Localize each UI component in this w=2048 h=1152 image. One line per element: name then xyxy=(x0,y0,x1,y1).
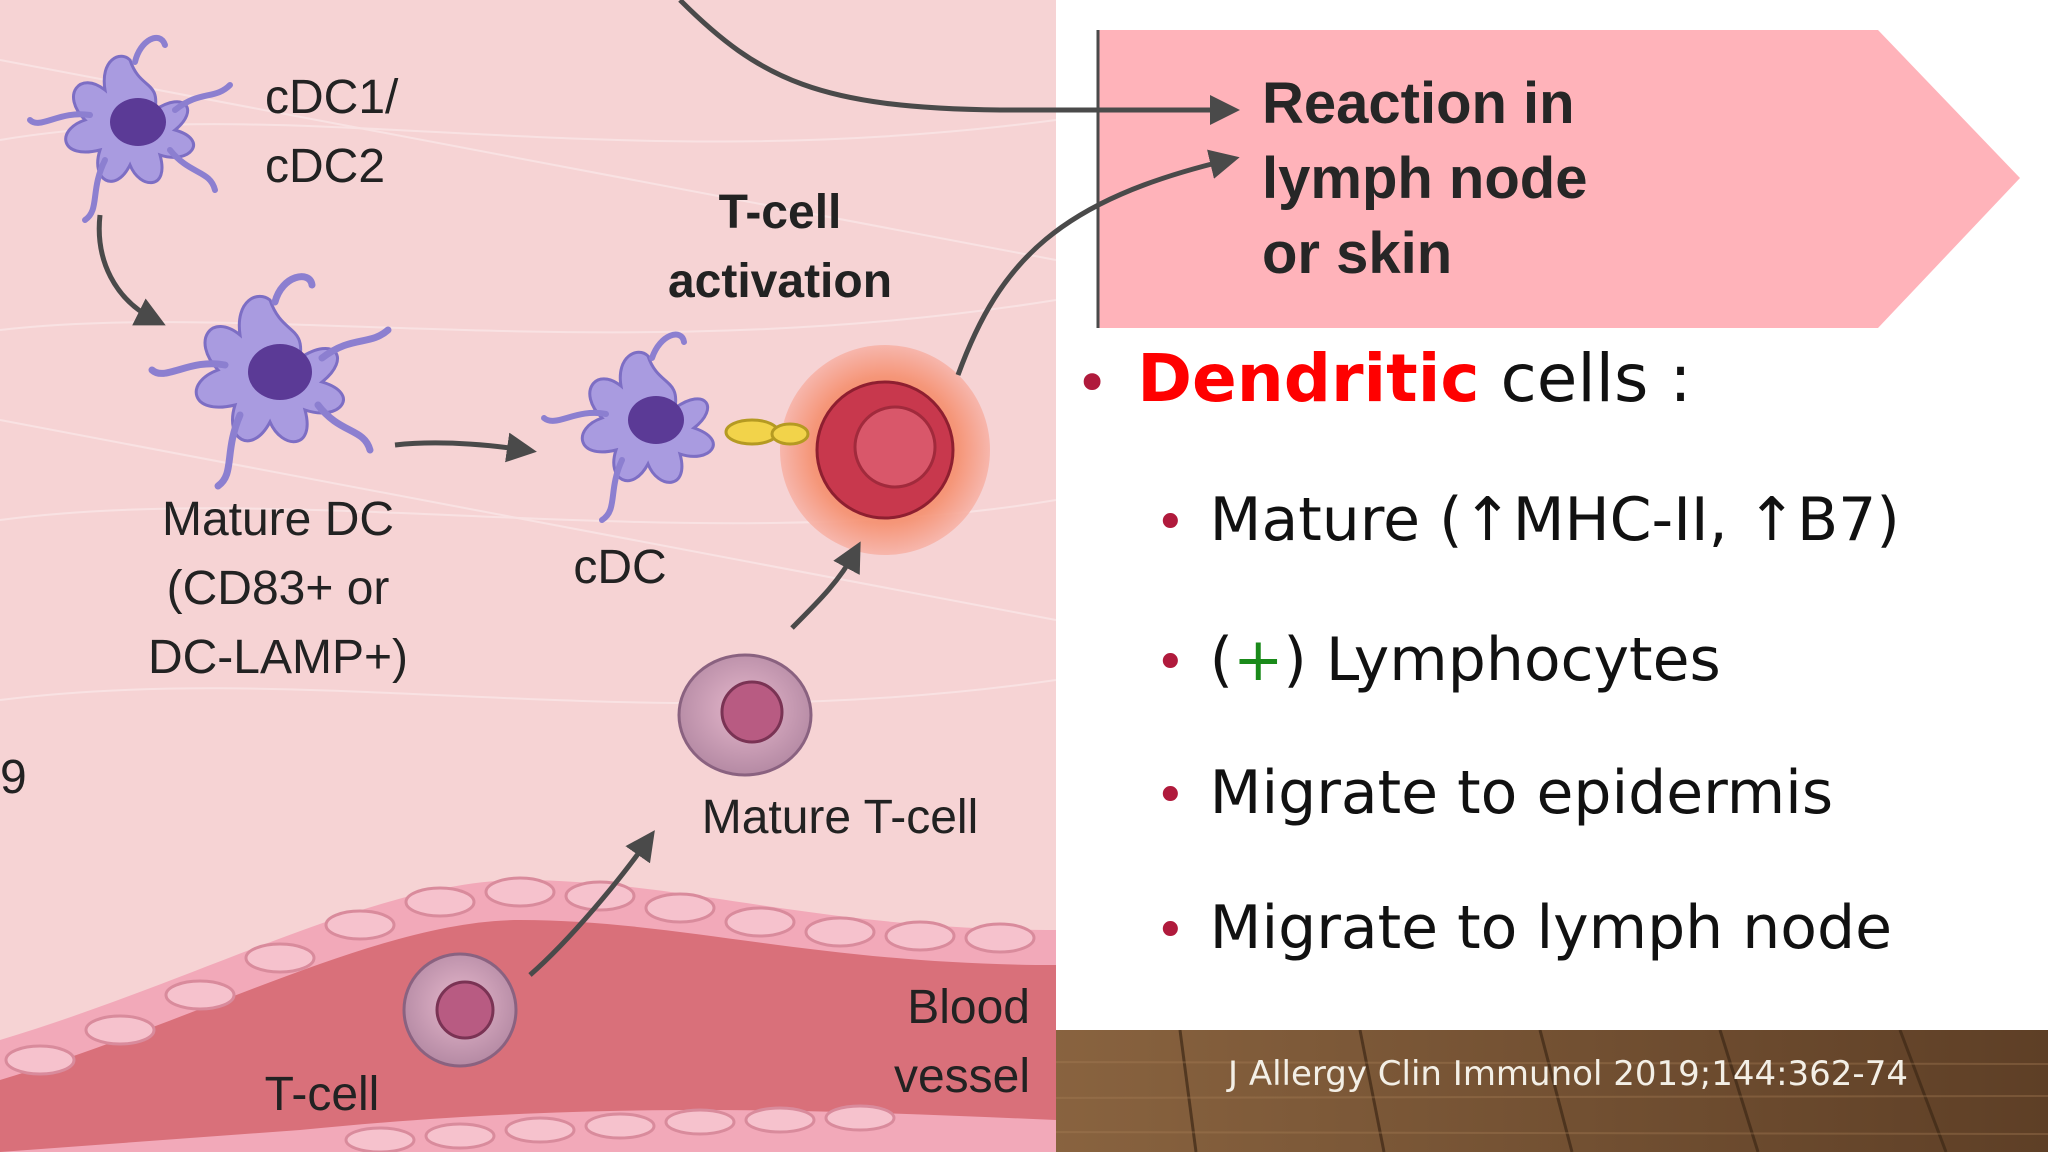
label-blood: Blood xyxy=(907,981,1030,1034)
bullet-epidermis: • Migrate to epidermis xyxy=(1155,758,1833,828)
citation: J Allergy Clin Immunol 2019;144:362-74 xyxy=(1228,1054,1908,1094)
mature-tcell xyxy=(677,653,813,777)
title-dendritic: Dendritic xyxy=(1137,340,1480,417)
naive-tcell xyxy=(402,952,518,1068)
bullet-lymph-node: • Migrate to lymph node xyxy=(1155,893,1892,963)
arrow-mature-dc-to-cdc xyxy=(394,432,537,463)
cdc-cell xyxy=(541,331,715,523)
banner-line-1: Reaction in xyxy=(1262,71,1575,136)
arrow-top-to-banner xyxy=(678,0,1240,125)
bullet-title: • Dendritic cells : xyxy=(1075,340,1692,417)
label-cdc1: cDC1/ xyxy=(265,71,399,124)
plus-sign: + xyxy=(1233,625,1284,695)
bullet-lymph-node-text: Migrate to lymph node xyxy=(1209,893,1892,963)
label-mature-tcell: Mature T-cell xyxy=(702,791,979,844)
label-mature-dc-1: Mature DC xyxy=(162,493,394,546)
banner-text: Reaction in lymph node or skin xyxy=(1262,66,1762,291)
mature-dendritic-cell xyxy=(148,273,392,490)
bullet-dot-icon: • xyxy=(1155,766,1186,827)
bullet-epidermis-text: Migrate to epidermis xyxy=(1209,758,1834,828)
bullet-mature-text: Mature (↑MHC-II, ↑B7) xyxy=(1209,485,1900,555)
dendritic-cell-cdc1-cdc2 xyxy=(27,34,233,223)
banner-line-2: lymph node xyxy=(1262,146,1588,211)
arrow-activated-to-banner xyxy=(955,149,1240,376)
immunology-diagram: cDC1/ cDC2 T-cell activation Mature DC (… xyxy=(0,0,1056,1152)
arrow-cdc-to-mature-dc xyxy=(96,214,166,326)
label-vessel: vessel xyxy=(894,1050,1030,1103)
label-tcell-activation-2: activation xyxy=(668,255,892,308)
label-cdc: cDC xyxy=(573,541,666,594)
label-mature-dc-3: DC-LAMP+) xyxy=(148,631,408,684)
bullet-lymph-close: ) Lymphocytes xyxy=(1283,625,1721,695)
bullet-dot-icon: • xyxy=(1155,633,1186,694)
activated-tcell xyxy=(780,345,990,555)
immune-synapse xyxy=(724,418,810,446)
bullet-dot-icon: • xyxy=(1075,348,1110,417)
label-tcell-activation-1: T-cell xyxy=(719,186,842,239)
bullet-mature: • Mature (↑MHC-II, ↑B7) xyxy=(1155,485,1900,555)
banner-arrow xyxy=(1096,30,2020,328)
label-cdc2: cDC2 xyxy=(265,140,385,193)
title-cells: cells : xyxy=(1479,340,1692,417)
bullet-dot-icon: • xyxy=(1155,901,1186,962)
label-mature-dc-2: (CD83+ or xyxy=(167,562,390,615)
arrow-mature-tcell-to-activated xyxy=(790,541,861,630)
bullet-lymph-open: ( xyxy=(1209,625,1234,695)
arrow-vessel-to-mature-tcell xyxy=(528,830,655,977)
bullet-lymphocytes: • (+) Lymphocytes xyxy=(1155,625,1721,695)
banner-line-3: or skin xyxy=(1262,221,1453,286)
bullet-dot-icon: • xyxy=(1155,493,1186,554)
label-edge-fragment: 9 xyxy=(0,751,27,804)
label-tcell: T-cell xyxy=(265,1068,380,1121)
blood-vessel xyxy=(0,876,1056,1152)
